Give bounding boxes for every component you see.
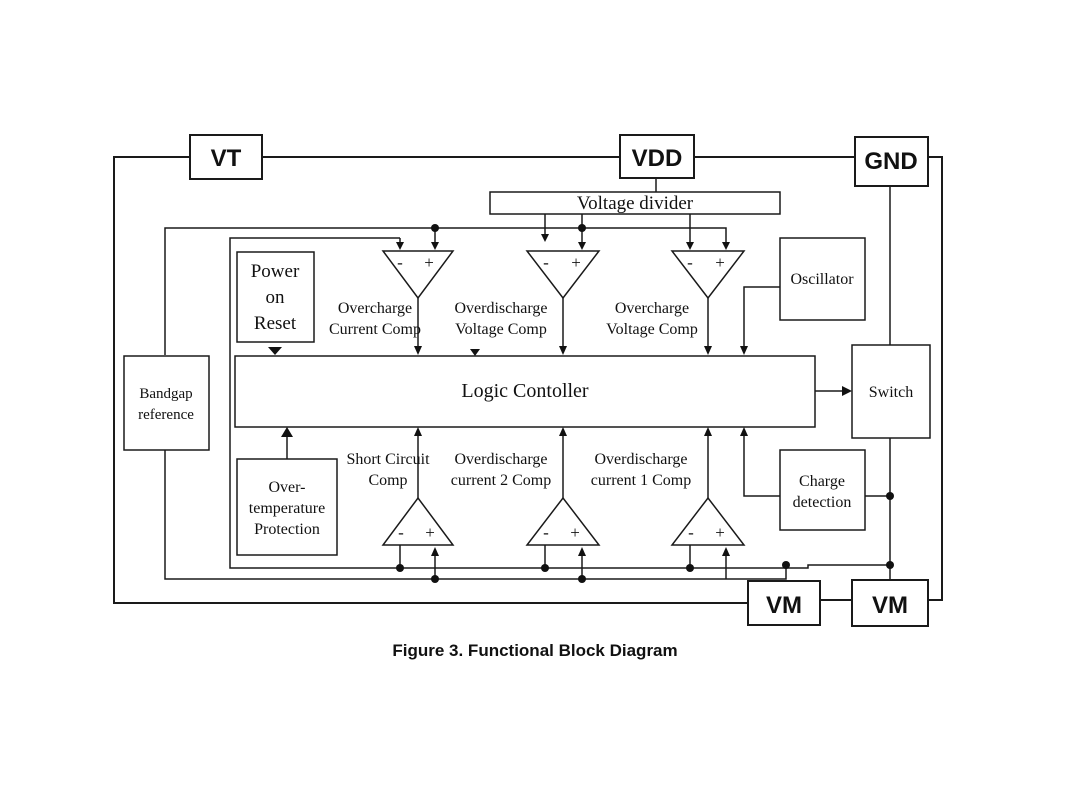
- pin-gnd: GND: [854, 136, 929, 187]
- svg-text:+: +: [715, 253, 725, 272]
- svg-text:VT: VT: [211, 145, 242, 172]
- comparator-overcharge-voltage: - +: [670, 250, 746, 300]
- svg-text:Current Comp: Current Comp: [329, 321, 421, 338]
- pin-vdd: VDD: [619, 134, 695, 179]
- pin-vm-right: VM: [851, 579, 929, 627]
- svg-text:reference: reference: [138, 407, 194, 423]
- pin-vt: VT: [189, 134, 263, 180]
- svg-text:Comp: Comp: [368, 472, 407, 489]
- over-temperature-box: [236, 458, 338, 556]
- svg-text:Voltage Comp: Voltage Comp: [455, 321, 547, 338]
- label-overcharge-current: Overcharge: [338, 300, 412, 317]
- svg-text:Voltage Comp: Voltage Comp: [606, 321, 698, 338]
- svg-text:+: +: [424, 253, 434, 272]
- logic-controller-box: [234, 355, 816, 428]
- svg-text:Charge: Charge: [799, 473, 845, 490]
- label-overcharge-voltage: Overcharge: [615, 300, 689, 317]
- charge-detection-box: [779, 449, 866, 531]
- svg-text:on: on: [266, 287, 286, 308]
- label-overdischarge-voltage: Overdischarge: [455, 300, 548, 317]
- svg-text:Reset: Reset: [254, 313, 297, 334]
- comparator-overdischarge-voltage: - +: [525, 250, 601, 300]
- figure-caption: Figure 3. Functional Block Diagram: [392, 641, 677, 660]
- svg-text:-: -: [687, 253, 693, 272]
- bandgap-reference-box: [123, 355, 210, 451]
- label-short-circuit: Short Circuit: [346, 451, 430, 468]
- svg-text:+: +: [715, 523, 725, 542]
- svg-text:Bandgap: Bandgap: [139, 386, 192, 402]
- svg-text:current 1 Comp: current 1 Comp: [591, 472, 691, 489]
- voltage-divider-box: [489, 191, 781, 215]
- svg-text:-: -: [543, 523, 549, 542]
- svg-text:-: -: [543, 253, 549, 272]
- svg-text:+: +: [571, 253, 581, 272]
- svg-text:-: -: [398, 523, 404, 542]
- label-overdischarge-current-1: Overdischarge: [595, 451, 688, 468]
- power-on-reset-box: [236, 251, 315, 343]
- label-overdischarge-current-2: Overdischarge: [455, 451, 548, 468]
- oscillator-box: [779, 237, 866, 321]
- svg-text:+: +: [425, 523, 435, 542]
- svg-text:Oscillator: Oscillator: [790, 271, 854, 288]
- switch-box: [851, 344, 931, 439]
- svg-text:Switch: Switch: [869, 384, 913, 401]
- svg-text:Power: Power: [251, 261, 300, 282]
- comparator-overcharge-current: - +: [381, 250, 455, 300]
- pin-vm-left: VM: [747, 580, 821, 626]
- svg-text:Over-: Over-: [269, 479, 306, 496]
- comparator-overdischarge-current-2: - +: [525, 496, 601, 546]
- svg-text:+: +: [570, 523, 580, 542]
- svg-text:Protection: Protection: [254, 521, 320, 538]
- svg-text:temperature: temperature: [249, 500, 325, 517]
- svg-text:GND: GND: [864, 148, 917, 175]
- svg-text:current 2 Comp: current 2 Comp: [451, 472, 551, 489]
- svg-text:VDD: VDD: [632, 145, 683, 172]
- svg-text:VM: VM: [766, 592, 802, 619]
- comparator-overdischarge-current-1: - +: [670, 496, 746, 546]
- voltage-divider-label: Voltage divider: [577, 193, 694, 214]
- svg-text:detection: detection: [793, 494, 852, 511]
- svg-text:-: -: [397, 253, 403, 272]
- logic-controller-label: Logic Contoller: [461, 380, 589, 402]
- svg-text:VM: VM: [872, 592, 908, 619]
- svg-text:-: -: [688, 523, 694, 542]
- comparator-short-circuit: - +: [381, 496, 455, 546]
